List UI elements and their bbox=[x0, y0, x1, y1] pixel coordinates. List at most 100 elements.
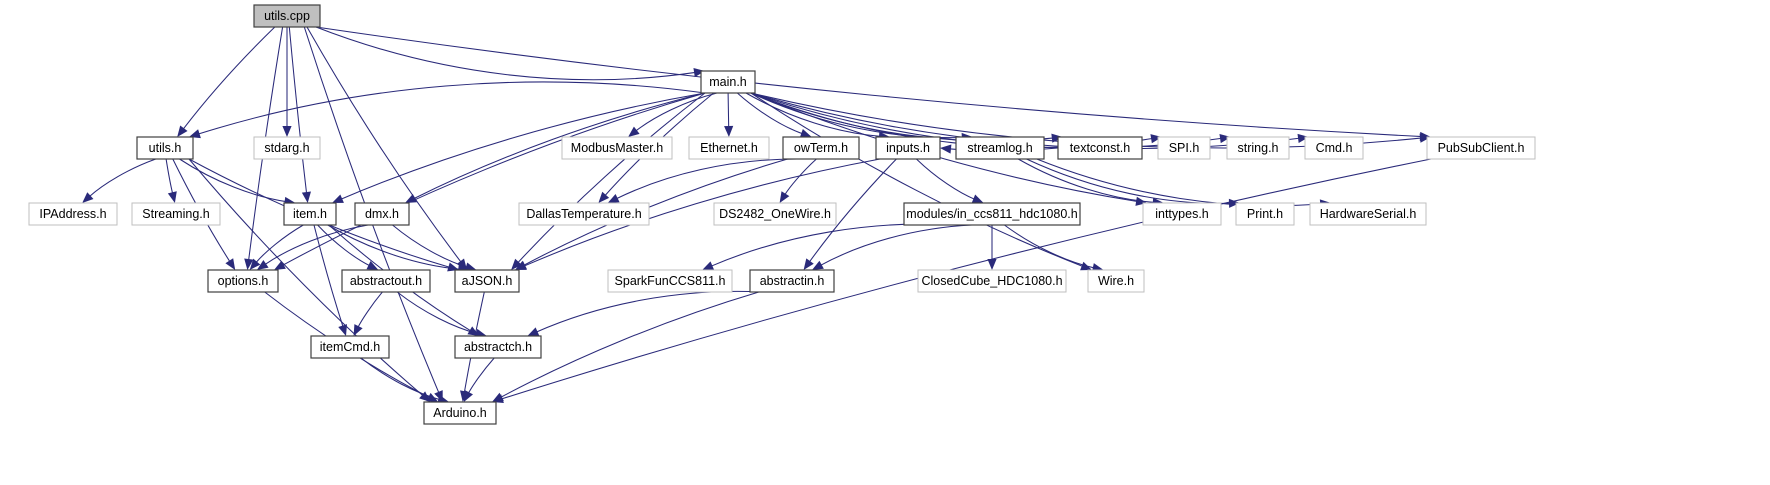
dependency-edge bbox=[499, 291, 759, 399]
node-label: options.h bbox=[218, 274, 269, 288]
edge-arrowhead bbox=[598, 191, 610, 203]
edge-arrowhead bbox=[456, 258, 467, 270]
node-wire-h[interactable]: Wire.h bbox=[1087, 269, 1145, 293]
node-box bbox=[1142, 202, 1222, 226]
node-label: abstractout.h bbox=[350, 274, 422, 288]
edge-arrowhead bbox=[405, 193, 417, 203]
node-ds2482-h[interactable]: DS2482_OneWire.h bbox=[713, 202, 837, 226]
node-box bbox=[354, 202, 410, 226]
node-abstractin-h[interactable]: abstractin.h bbox=[749, 269, 835, 293]
node-utils-cpp[interactable]: utils.cpp bbox=[253, 4, 321, 28]
node-box bbox=[136, 136, 194, 160]
node-ethernet-h[interactable]: Ethernet.h bbox=[688, 136, 770, 160]
node-inttypes-h[interactable]: inttypes.h bbox=[1142, 202, 1222, 226]
edge-arrowhead bbox=[940, 144, 952, 154]
edge-arrowhead bbox=[332, 194, 344, 203]
node-label: dmx.h bbox=[365, 207, 399, 221]
node-label: SparkFunCCS811.h bbox=[615, 274, 726, 288]
node-box bbox=[283, 202, 337, 226]
dependency-edge bbox=[165, 158, 174, 195]
node-options-h[interactable]: options.h bbox=[207, 269, 279, 293]
node-pubsubclient-h[interactable]: PubSubClient.h bbox=[1426, 136, 1536, 160]
node-arduino-h[interactable]: Arduino.h bbox=[423, 401, 497, 425]
node-box bbox=[341, 269, 431, 293]
dependency-edge bbox=[392, 224, 469, 268]
node-label: ModbusMaster.h bbox=[571, 141, 663, 155]
dependency-edge bbox=[306, 26, 462, 264]
edge-arrowhead bbox=[244, 258, 254, 270]
node-label: streamlog.h bbox=[967, 141, 1032, 155]
node-utils-h[interactable]: utils.h bbox=[136, 136, 194, 160]
node-print-h[interactable]: Print.h bbox=[1235, 202, 1295, 226]
dependency-edge bbox=[88, 158, 156, 198]
node-box bbox=[1309, 202, 1427, 226]
node-stdarg-h[interactable]: stdarg.h bbox=[253, 136, 321, 160]
node-label: ClosedCube_HDC1080.h bbox=[921, 274, 1062, 288]
node-owterm-h[interactable]: owTerm.h bbox=[782, 136, 860, 160]
node-box bbox=[782, 136, 860, 160]
node-modules-ccs-h[interactable]: modules/in_ccs811_hdc1080.h bbox=[903, 202, 1081, 226]
node-abstractch-h[interactable]: abstractch.h bbox=[454, 335, 542, 359]
dependency-edge bbox=[727, 92, 730, 129]
node-label: textconst.h bbox=[1070, 141, 1130, 155]
node-streaming-h[interactable]: Streaming.h bbox=[131, 202, 221, 226]
edge-arrowhead bbox=[511, 258, 522, 270]
dependency-edge bbox=[1004, 224, 1095, 269]
node-itemcmd-h[interactable]: itemCmd.h bbox=[310, 335, 390, 359]
edge-arrowhead bbox=[693, 68, 705, 78]
dependency-edge bbox=[1017, 158, 1155, 203]
node-box bbox=[454, 269, 520, 293]
dependency-edge bbox=[313, 224, 344, 328]
dependency-edge bbox=[182, 26, 276, 131]
node-label: DallasTemperature.h bbox=[526, 207, 641, 221]
node-main-h[interactable]: main.h bbox=[700, 70, 756, 94]
edge-arrowhead bbox=[1419, 133, 1431, 143]
node-closedcube-h[interactable]: ClosedCube_HDC1080.h bbox=[917, 269, 1067, 293]
edge-arrowhead bbox=[803, 258, 814, 270]
dependency-edge bbox=[288, 26, 308, 195]
node-textconst-h[interactable]: textconst.h bbox=[1057, 136, 1143, 160]
node-modbusmaster-h[interactable]: ModbusMaster.h bbox=[561, 136, 673, 160]
node-inputs-h[interactable]: inputs.h bbox=[875, 136, 941, 160]
node-dallastemp-h[interactable]: DallasTemperature.h bbox=[518, 202, 650, 226]
edge-arrowhead bbox=[249, 258, 261, 270]
node-ipaddress-h[interactable]: IPAddress.h bbox=[28, 202, 118, 226]
node-string-h[interactable]: string.h bbox=[1226, 136, 1290, 160]
edge-arrowhead bbox=[492, 394, 504, 404]
node-spi-h[interactable]: SPI.h bbox=[1157, 136, 1211, 160]
node-layer: utils.cpp main.h utils.h stdarg.h ModbusMast… bbox=[28, 4, 1536, 425]
node-label: Cmd.h bbox=[1316, 141, 1353, 155]
node-hardwareserial-h[interactable]: HardwareSerial.h bbox=[1309, 202, 1427, 226]
edge-arrowhead bbox=[301, 191, 311, 203]
dependency-edge bbox=[188, 158, 424, 397]
node-label: string.h bbox=[1238, 141, 1279, 155]
node-box bbox=[518, 202, 650, 226]
node-box bbox=[454, 335, 542, 359]
node-box bbox=[713, 202, 837, 226]
node-dmx-h[interactable]: dmx.h bbox=[354, 202, 410, 226]
node-box bbox=[903, 202, 1081, 226]
node-abstractout-h[interactable]: abstractout.h bbox=[341, 269, 431, 293]
edge-arrowhead bbox=[1297, 133, 1309, 143]
dependency-edge bbox=[750, 92, 1084, 268]
node-sparkfunccs-h[interactable]: SparkFunCCS811.h bbox=[607, 269, 733, 293]
node-label: inputs.h bbox=[886, 141, 930, 155]
node-streamlog-h[interactable]: streamlog.h bbox=[955, 136, 1045, 160]
node-label: stdarg.h bbox=[264, 141, 309, 155]
node-label: aJSON.h bbox=[462, 274, 513, 288]
node-label: itemCmd.h bbox=[320, 340, 380, 354]
node-ajson-h[interactable]: aJSON.h bbox=[454, 269, 520, 293]
dependency-edge bbox=[340, 92, 706, 200]
node-label: Streaming.h bbox=[142, 207, 209, 221]
edge-arrowhead bbox=[724, 125, 734, 137]
node-box bbox=[955, 136, 1045, 160]
dependency-edge bbox=[500, 158, 1432, 400]
node-label: main.h bbox=[709, 75, 747, 89]
node-item-h[interactable]: item.h bbox=[283, 202, 337, 226]
node-cmd-h[interactable]: Cmd.h bbox=[1304, 136, 1364, 160]
edge-arrowhead bbox=[799, 129, 812, 138]
dependency-edge bbox=[1036, 158, 1323, 207]
dependency-edge bbox=[396, 291, 479, 335]
node-label: abstractin.h bbox=[760, 274, 825, 288]
